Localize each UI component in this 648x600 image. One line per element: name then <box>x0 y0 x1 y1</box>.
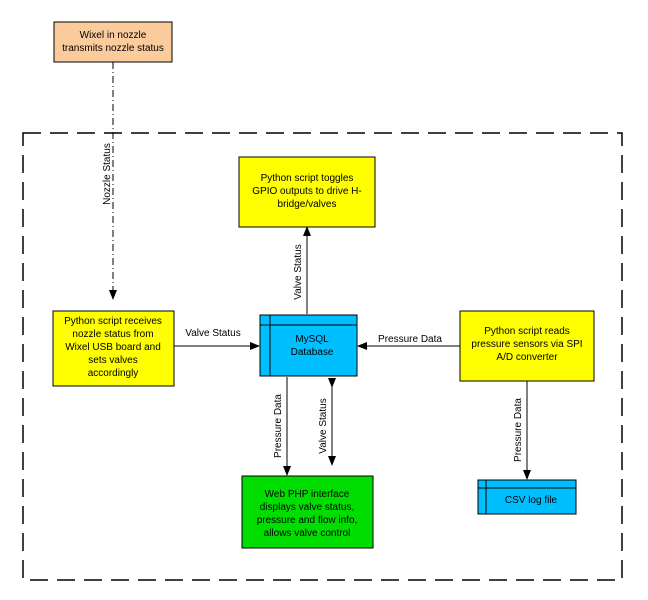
node-sensors-line-1: Python script reads <box>484 326 570 337</box>
node-web-line-1: Web PHP interface <box>265 489 350 500</box>
node-receiver-line-1: Python script receives <box>64 316 162 327</box>
edge-web-db-valve: Valve Status <box>318 378 336 466</box>
node-receiver-box <box>52 310 175 387</box>
edge-label-db-to-gpio: Valve Status <box>293 244 304 299</box>
node-wixel-line-1: Wixel in nozzle <box>80 30 147 41</box>
node-gpio-line-3: bridge/valves <box>278 199 337 210</box>
edge-label-receiver-to-db: Valve Status <box>185 328 240 339</box>
node-sensors-line-2: pressure sensors via SPI <box>471 339 582 350</box>
node-sensors-box <box>459 310 595 382</box>
node-gpio-box <box>238 156 376 228</box>
node-wixel-line-2: transmits nozzle status <box>62 43 164 54</box>
node-web-line-2: displays valve status, <box>260 502 355 513</box>
node-gpio-line-2: GPIO outputs to drive H- <box>252 186 362 197</box>
edge-label-sensors-to-db: Pressure Data <box>378 334 442 345</box>
node-receiver-line-4: sets valves <box>88 355 137 366</box>
node-receiver-line-2: nozzle status from <box>72 329 153 340</box>
edge-db-to-web-pressure: Pressure Data <box>273 377 291 476</box>
edge-label-nozzle-status: Nozzle Status <box>102 143 113 205</box>
edge-nozzle-status: Nozzle Status <box>102 62 117 300</box>
edge-sensors-to-csv: Pressure Data <box>513 381 531 480</box>
node-wixel-box <box>53 21 173 63</box>
node-receiver-line-5: accordingly <box>88 368 139 379</box>
node-mysql-box <box>259 314 358 377</box>
node-receiver-line-3: Wixel USB board and <box>65 342 161 353</box>
system-boundary <box>22 132 623 581</box>
node-mysql-line-1: MySQL <box>295 334 329 345</box>
node-wixel: Wixel in nozzle transmits nozzle status <box>53 21 173 63</box>
node-web-box <box>241 475 374 549</box>
edge-label-sensors-to-csv: Pressure Data <box>513 398 524 462</box>
edge-sensors-to-db: Pressure Data <box>357 334 460 350</box>
node-sensors: Python script reads pressure sensors via… <box>459 310 595 382</box>
node-csv: CSV log file <box>477 479 577 515</box>
edge-db-to-gpio: Valve Status <box>293 226 311 314</box>
node-gpio: Python script toggles GPIO outputs to dr… <box>238 156 376 228</box>
node-sensors-line-3: A/D converter <box>496 352 558 363</box>
node-web-line-3: pressure and flow info, <box>257 515 358 526</box>
node-mysql: MySQL Database <box>259 314 358 377</box>
edge-receiver-to-db: Valve Status <box>174 328 260 350</box>
node-web-line-4: allows valve control <box>264 528 351 539</box>
edge-label-web-db-valve: Valve Status <box>318 398 329 453</box>
node-csv-line-1: CSV log file <box>505 495 558 506</box>
edge-label-db-to-web-pressure: Pressure Data <box>273 394 284 458</box>
node-gpio-line-1: Python script toggles <box>261 173 354 184</box>
node-web: Web PHP interface displays valve status,… <box>241 475 374 549</box>
node-mysql-line-2: Database <box>291 347 334 358</box>
node-receiver: Python script receives nozzle status fro… <box>52 310 175 387</box>
node-csv-box <box>477 479 577 515</box>
